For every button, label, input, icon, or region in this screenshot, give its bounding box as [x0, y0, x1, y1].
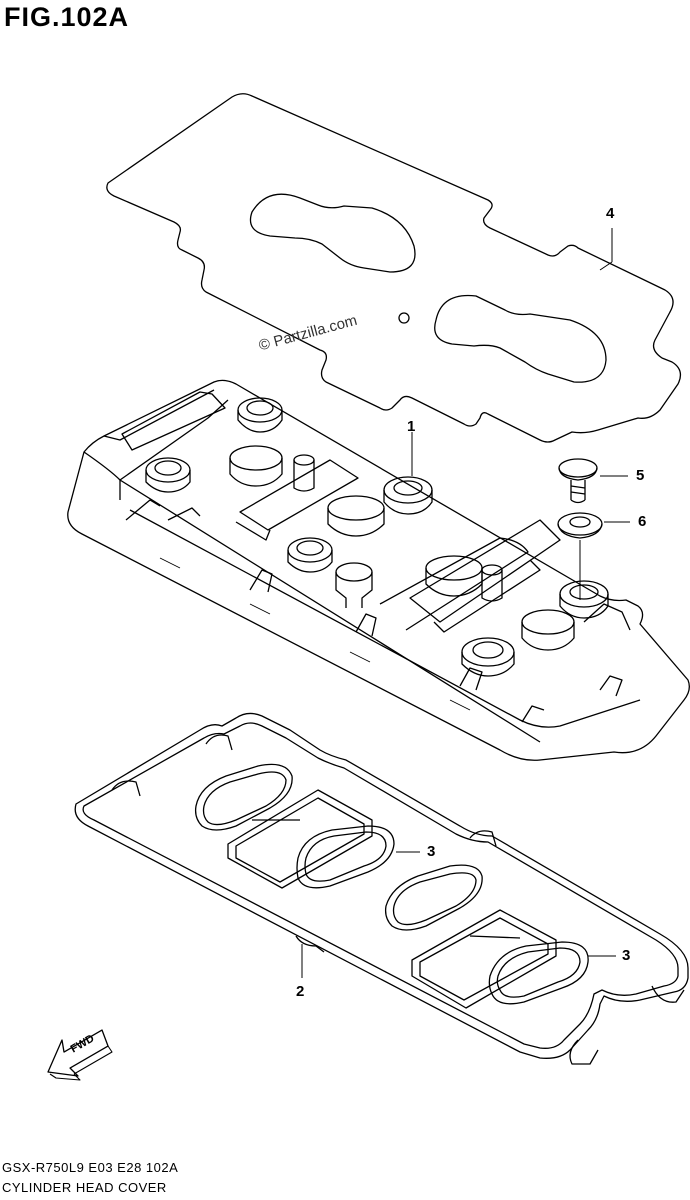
washer-part-6[interactable]: [557, 512, 603, 539]
callout-1: 1: [407, 418, 416, 435]
plug-seal-part-1[interactable]: [145, 397, 609, 677]
figure-title: FIG.102A: [4, 2, 130, 32]
fwd-arrow-icon: [47, 1029, 113, 1081]
bolt-part-5[interactable]: [558, 458, 598, 504]
o-ring-part-3[interactable]: [194, 763, 589, 1005]
plug-well: [229, 445, 575, 651]
cylinder-head-cover-body[interactable]: [67, 379, 690, 761]
section-title: CYLINDER HEAD COVER: [2, 1180, 167, 1195]
callout-6: 6: [638, 513, 647, 530]
breather-pipe: [293, 454, 503, 608]
callout-3-upper: 3: [427, 843, 436, 860]
callout-4: 4: [606, 205, 615, 222]
callout-3-lower: 3: [622, 947, 631, 964]
callout-5: 5: [636, 467, 645, 484]
callout-2: 2: [296, 983, 305, 1000]
head-cover-gasket-part-2[interactable]: [74, 712, 689, 1065]
model-code-line: GSX-R750L9 E03 E28 102A: [2, 1160, 179, 1175]
cover-gasket-part-4[interactable]: [106, 93, 682, 443]
